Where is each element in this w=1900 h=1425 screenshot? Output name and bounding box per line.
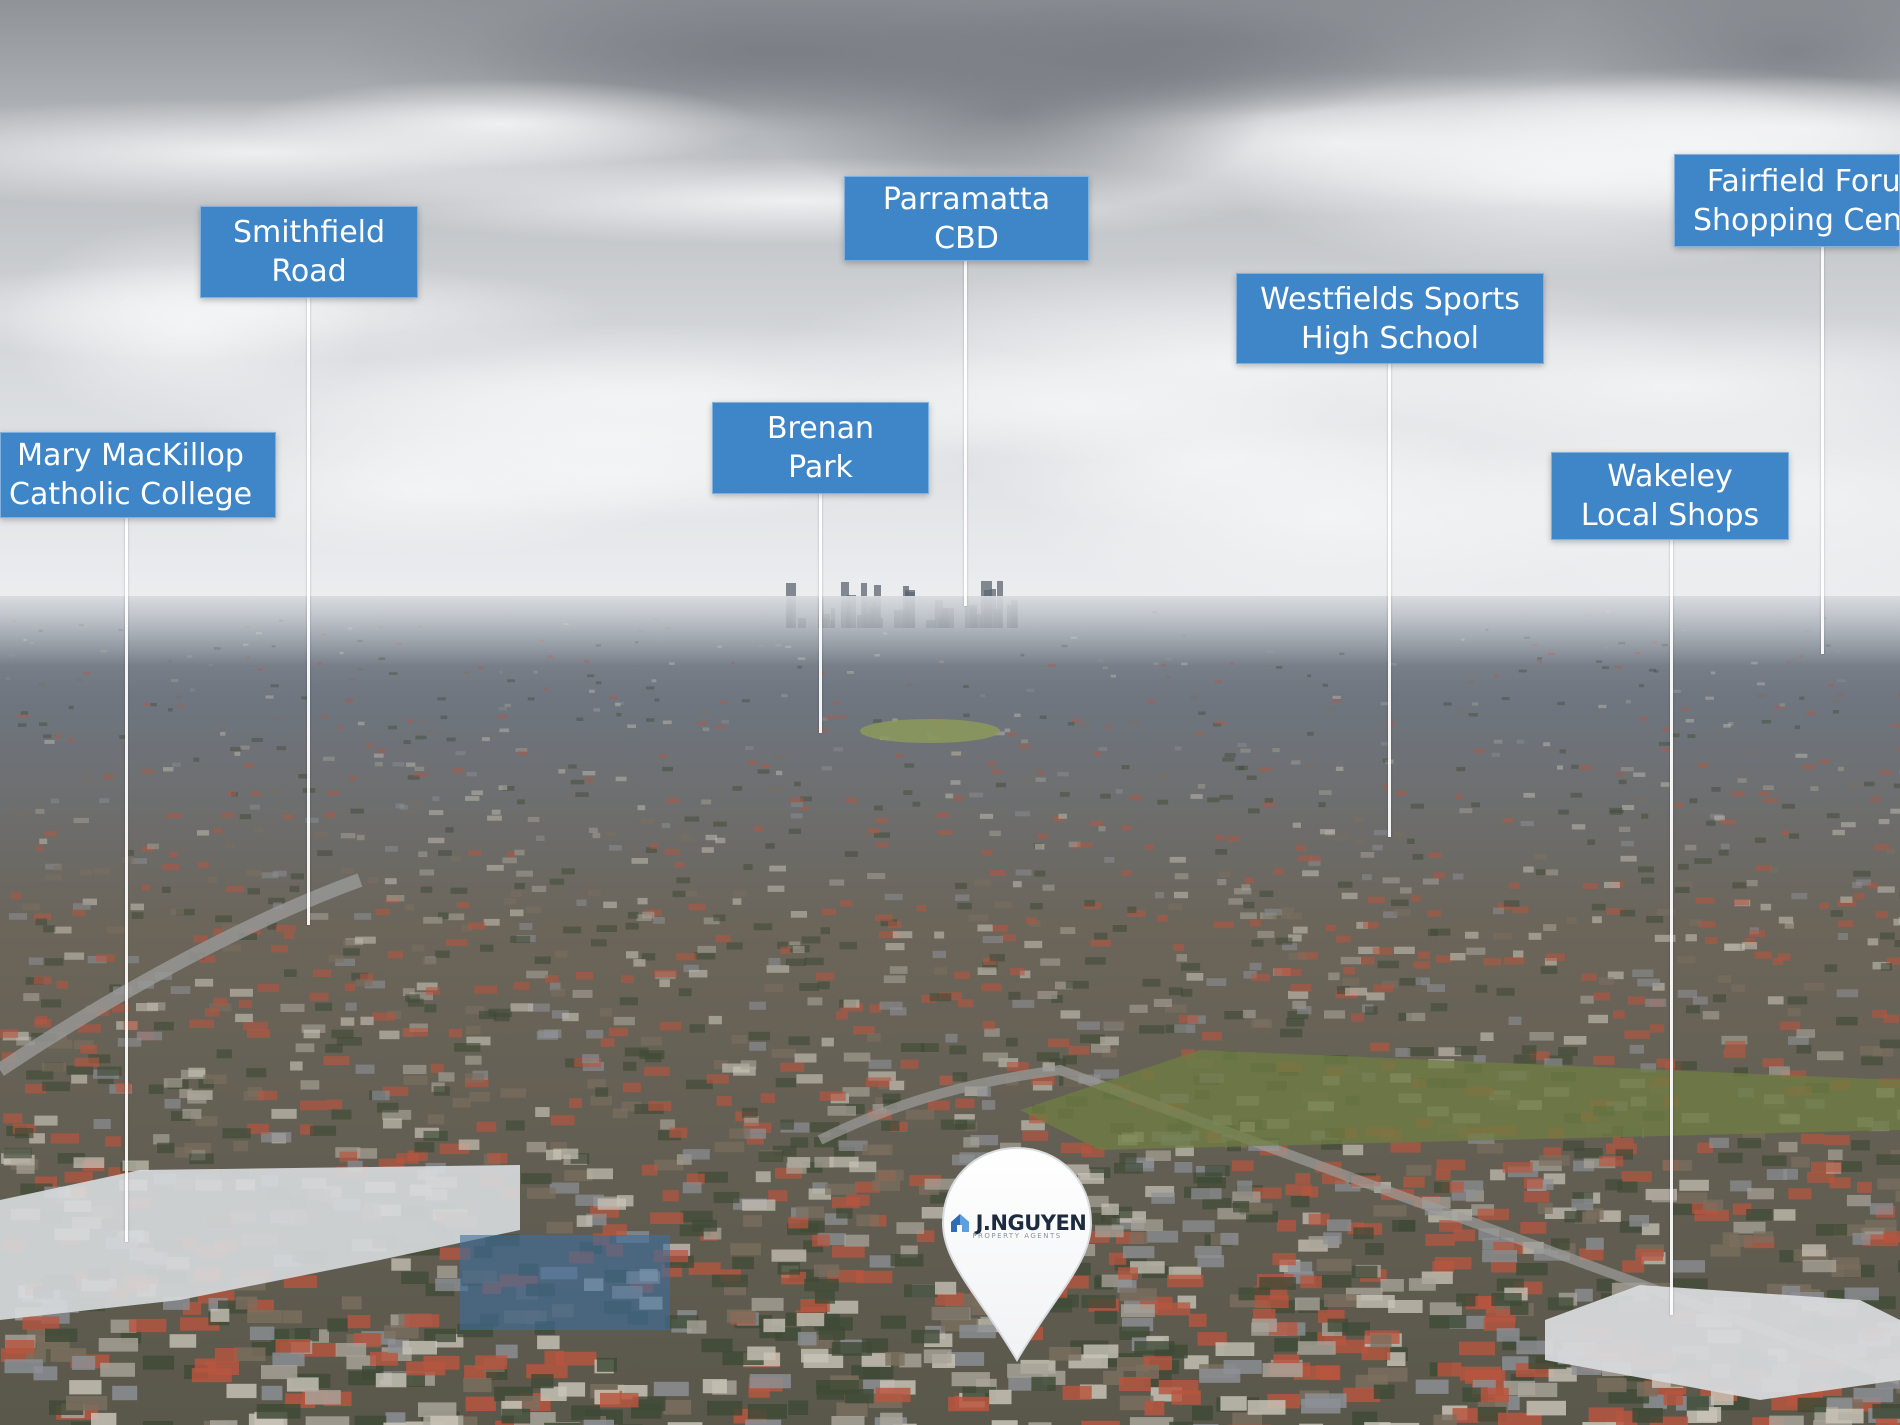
callout-label-line: Brenan <box>766 411 875 446</box>
location-pin-marker <box>941 1146 1093 1362</box>
callout-line-parramatta-cbd <box>964 261 967 606</box>
callout-line-mary-mackillop-catholic-college <box>125 518 128 1242</box>
callout-line-fairfield-forum-shopping-centre <box>1821 247 1824 654</box>
house-logo-icon <box>950 1214 969 1232</box>
callout-label-line: Catholic College <box>9 477 253 512</box>
callout-label-line: Mary MacKillop <box>17 438 244 473</box>
callout-line-brenan-park <box>819 494 822 733</box>
callout-label-line: Shopping Centre <box>1693 202 1900 238</box>
callout-label-line: Park <box>788 450 853 485</box>
callout-line-smithfield-road <box>307 298 310 925</box>
callout-label-line: Wakeley <box>1607 459 1733 494</box>
callout-fairfield-forum-shopping-centre: Fairfield ForumShopping Centre <box>1674 154 1900 247</box>
callout-label-line: Local Shops <box>1580 498 1760 533</box>
callout-label-line: Parramatta <box>882 181 1051 217</box>
callout-line-westfields-sports-high-school <box>1388 364 1391 837</box>
callout-label-line: Fairfield Forum <box>1706 163 1900 199</box>
pin-logo: J.NGUYEN <box>947 1203 1087 1243</box>
callout-label-line: Smithfield <box>232 215 386 250</box>
callout-label-line: CBD <box>934 220 999 256</box>
pin-tagline: PROPERTY AGENTS <box>972 1232 1062 1240</box>
pin-brand-name: J.NGUYEN <box>975 1211 1087 1235</box>
callout-label-line: Westfields Sports <box>1260 281 1520 317</box>
callout-line-wakeley-local-shops <box>1670 540 1673 1315</box>
callout-label-line: Road <box>271 254 347 289</box>
callout-label-line: High School <box>1300 320 1480 356</box>
